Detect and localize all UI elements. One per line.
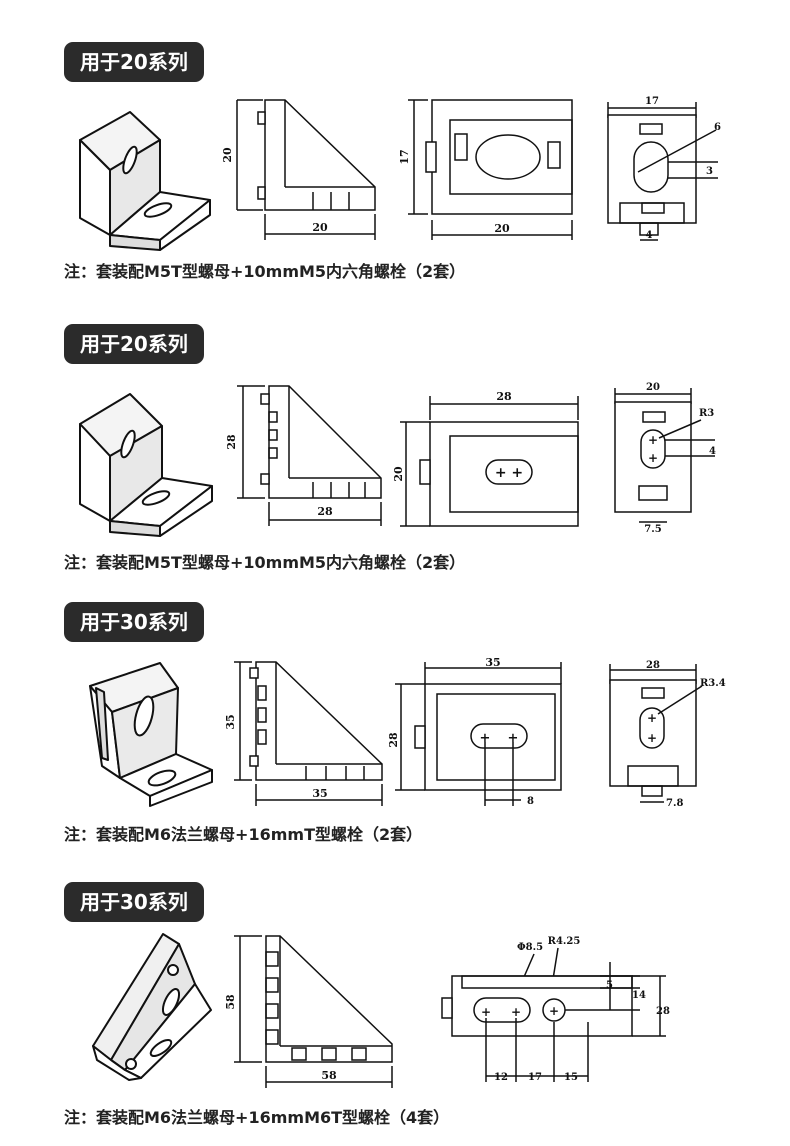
accessory-note: 注：套装配M5T型螺母+10mmM5内六角螺栓（2套） <box>64 262 466 281</box>
dim-end-radius: R3.4 <box>700 678 726 689</box>
dim-pitch-a: 12 <box>494 1072 508 1083</box>
iso-bracket-view <box>79 111 211 251</box>
dim-front-height: 28 <box>387 732 400 748</box>
dim-end-base: 4 <box>646 230 653 241</box>
series-tag: 用于30系列 <box>64 602 204 642</box>
iso-bracket-view <box>92 933 212 1081</box>
dim-side-height: 20 <box>221 147 234 163</box>
dim-total-height: 28 <box>656 1006 670 1017</box>
section-1: 用于20系列 20 20 17 20 <box>0 0 790 290</box>
series-tag: 用于20系列 <box>64 324 204 364</box>
svg-text:+: + <box>647 711 657 725</box>
side-view: 35 35 <box>224 661 383 806</box>
accessory-note: 注：套装配M6法兰螺母+16mmT型螺栓（2套） <box>64 825 423 844</box>
dim-side-width: 35 <box>312 787 327 800</box>
series-tag: 用于30系列 <box>64 882 204 922</box>
svg-text:+: + <box>511 1005 521 1019</box>
svg-text:+: + <box>648 433 658 447</box>
end-view: 17 6 3 4 <box>607 96 721 241</box>
dim-end-pitch: 4 <box>709 446 716 457</box>
side-view: 20 20 <box>221 99 376 240</box>
side-view: 28 28 <box>225 385 382 526</box>
svg-text:+: + <box>647 731 657 745</box>
side-view: 58 58 <box>224 935 393 1088</box>
series-tag: 用于20系列 <box>64 42 204 82</box>
dim-side-height: 28 <box>225 434 238 450</box>
dim-front-height: 20 <box>392 466 405 482</box>
dim-side-width: 28 <box>317 505 333 518</box>
dim-front-width: 35 <box>485 656 500 669</box>
dim-end-base: 7.5 <box>644 524 661 535</box>
front-view: 35 28 + + 8 <box>387 656 562 807</box>
svg-text:+: + <box>648 451 658 465</box>
svg-text:+: + <box>480 731 491 746</box>
dim-end-width: 20 <box>646 382 660 393</box>
iso-bracket-view <box>79 393 213 537</box>
svg-text:+: + <box>549 1004 559 1018</box>
section-3: 用于30系列 35 35 35 28 + + 8 <box>0 580 790 870</box>
accessory-note: 注：套装配M5T型螺母+10mmM5内六角螺栓（2套） <box>64 553 466 572</box>
end-view: 20 + + R3 4 7.5 <box>614 382 716 535</box>
dim-side-height: 58 <box>224 994 237 1010</box>
dim-side-width: 20 <box>312 221 328 234</box>
front-view: 17 20 <box>398 99 573 240</box>
dim-front-width: 20 <box>494 222 510 235</box>
dim-end-width: 17 <box>645 96 659 107</box>
accessory-note: 注：套装配M6法兰螺母+16mmM6T型螺栓（4套） <box>64 1108 450 1127</box>
dim-end-radius: R3 <box>699 408 714 419</box>
dim-pitch-c: 15 <box>564 1072 578 1083</box>
dim-hole-radius: R4.25 <box>548 936 581 947</box>
dim-front-height: 17 <box>398 149 411 164</box>
end-view: 28 + + R3.4 7.8 <box>609 660 726 809</box>
dim-end-slot: 6 <box>714 122 721 133</box>
dim-edge-a: 5 <box>606 980 613 991</box>
iso-bracket-view <box>89 662 213 807</box>
dim-end-width: 28 <box>646 660 660 671</box>
dim-end-base: 7.8 <box>666 798 683 809</box>
dim-side-width: 58 <box>321 1069 337 1082</box>
dim-hole-dia: Φ8.5 <box>517 942 543 953</box>
dim-front-width: 28 <box>496 390 512 403</box>
dim-side-height: 35 <box>224 714 237 729</box>
front-view: 28 20 + + <box>392 390 579 527</box>
svg-text:+: + <box>481 1005 491 1019</box>
svg-text:+ +: + + <box>495 465 523 481</box>
dim-front-pitch: 8 <box>527 796 534 807</box>
svg-text:+: + <box>508 731 519 746</box>
section-2: 用于20系列 28 28 28 20 + + <box>0 290 790 580</box>
section-4: 用于30系列 58 58 Φ8.5 R4.25 + + + <box>0 870 790 1146</box>
dim-pitch-b: 17 <box>528 1072 542 1083</box>
dim-end-gap: 3 <box>706 166 713 177</box>
dim-edge-b: 14 <box>632 990 646 1001</box>
front-view: Φ8.5 R4.25 + + + 28 5 14 12 17 15 <box>441 936 670 1083</box>
